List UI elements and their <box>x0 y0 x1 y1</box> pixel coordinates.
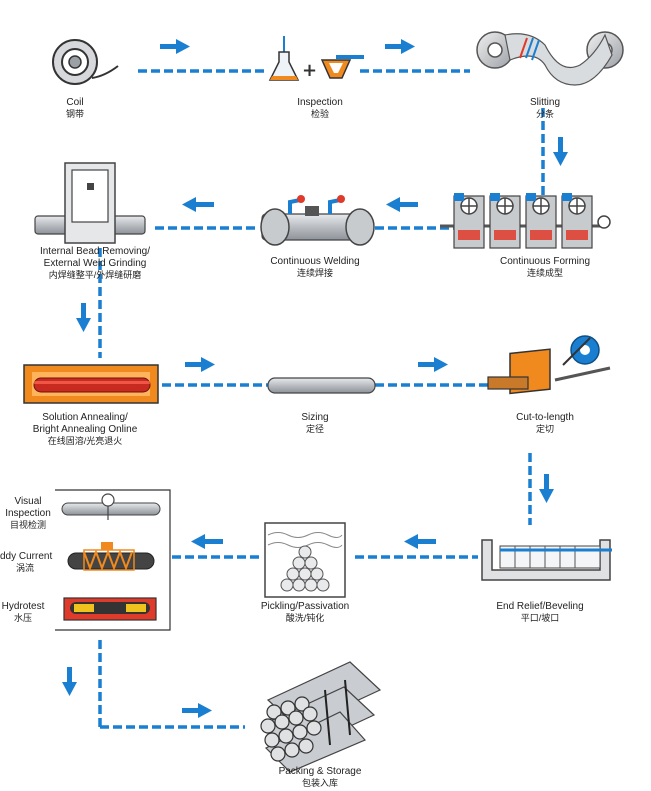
arrow-right-icon <box>185 357 215 372</box>
step-label-annealing: Solution Annealing/Bright Annealing Onli… <box>32 412 138 446</box>
roll-stand <box>561 193 593 249</box>
beveling-machine-icon <box>481 539 612 581</box>
annealing-furnace-icon <box>23 364 159 404</box>
flow-lines <box>98 69 545 729</box>
forming-machine-icon <box>440 193 611 249</box>
pickling-tank-icon <box>264 522 346 598</box>
arrow-right-icon <box>160 39 190 54</box>
arrow-left-icon <box>386 197 418 212</box>
roll-stand <box>453 193 485 249</box>
arrow-left-icon <box>404 534 436 549</box>
welding-machine-icon <box>260 195 375 246</box>
arrow-down-icon <box>539 474 554 503</box>
flow-arrows <box>62 39 568 718</box>
roll-stand <box>489 193 521 249</box>
arrow-down-icon <box>62 667 77 696</box>
arrow-right-icon <box>182 703 212 718</box>
pipe-bundle-icon <box>260 661 382 773</box>
arrow-right-icon <box>385 39 415 54</box>
inspection-icon: + <box>268 36 364 81</box>
arrow-left-icon <box>182 197 214 212</box>
sizing-pipe-icon <box>267 377 376 394</box>
slitting-icon <box>476 31 624 86</box>
step-label-grinding: Internal Bead Removing/External Weld Gri… <box>39 246 151 280</box>
roll-stand <box>525 193 557 249</box>
eddy-current-icon <box>67 542 155 571</box>
arrow-right-icon <box>418 357 448 372</box>
grinding-machine-icon <box>34 162 146 244</box>
arrow-left-icon <box>191 534 223 549</box>
cut-saw-icon <box>487 335 611 395</box>
hydrotest-icon <box>63 597 157 621</box>
testing-panel <box>55 489 171 631</box>
svg-text:+: + <box>302 60 317 81</box>
arrow-down-icon <box>76 303 91 332</box>
coil-icon <box>52 39 119 85</box>
visual-inspection-icon <box>61 493 161 520</box>
arrow-down-icon <box>553 137 568 166</box>
